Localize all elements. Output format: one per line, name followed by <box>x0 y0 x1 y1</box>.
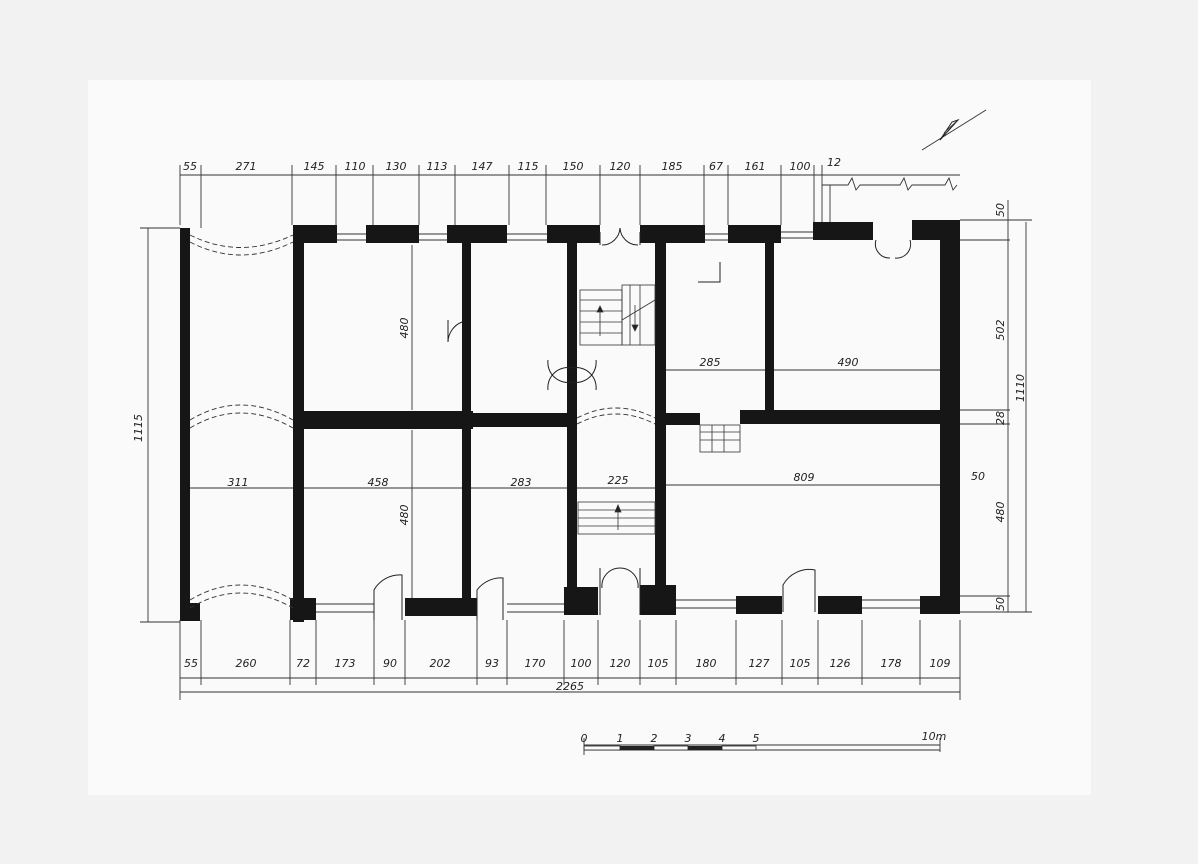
room-dim-283: 283 <box>511 476 532 489</box>
top-dim-3: 145 <box>304 160 325 173</box>
scale-label-1: 1 <box>617 732 624 745</box>
top-dim-1: 55 <box>183 160 197 173</box>
windows <box>316 231 920 613</box>
room-dimension-labels: 480 480 285 490 311 458 283 225 809 <box>228 318 859 526</box>
scale-bar <box>583 738 941 755</box>
room-dim-311: 311 <box>228 476 249 489</box>
bottom-dimension-labels: 55 260 72 173 90 202 93 170 100 120 105 … <box>184 657 951 693</box>
top-dim-10: 120 <box>610 160 631 173</box>
stairs <box>577 284 741 535</box>
top-dim-4: 110 <box>345 160 366 173</box>
bottom-dim-8: 170 <box>525 657 546 670</box>
scale-label-4: 4 <box>719 732 726 745</box>
bottom-dim-3: 72 <box>296 657 310 670</box>
scale-label-3: 3 <box>685 732 692 745</box>
top-dim-7: 147 <box>472 160 493 173</box>
right-dim-1: 50 <box>994 203 1007 217</box>
doors <box>373 227 912 620</box>
top-dim-2: 271 <box>236 160 257 173</box>
scale-label-10m: 10m <box>922 730 947 743</box>
left-height-label: 1115 <box>132 414 145 442</box>
bottom-dim-10: 120 <box>610 657 631 670</box>
room-dim-285: 285 <box>700 356 721 369</box>
scale-label-2: 2 <box>651 732 658 745</box>
right-dim-2: 502 <box>994 320 1007 341</box>
top-dim-15: 12 <box>827 156 841 169</box>
bottom-dim-9: 100 <box>571 657 592 670</box>
room-dim-225: 225 <box>608 474 629 487</box>
top-dim-5: 130 <box>386 160 407 173</box>
right-dim-5: 480 <box>994 502 1007 523</box>
bottom-dim-15: 126 <box>830 657 851 670</box>
top-dim-9: 150 <box>563 160 584 173</box>
bottom-dimension-chain <box>179 620 961 700</box>
top-dim-11: 185 <box>662 160 683 173</box>
top-dim-12: 67 <box>709 160 723 173</box>
bottom-dim-16: 178 <box>881 657 902 670</box>
right-total-label: 1110 <box>1014 374 1027 402</box>
right-dim-4: 50 <box>971 470 985 483</box>
side-dimension-lines <box>140 200 1032 623</box>
room-dim-480-upper: 480 <box>398 318 411 339</box>
bottom-dim-13: 127 <box>749 657 770 670</box>
room-dim-480-lower: 480 <box>398 505 411 526</box>
total-width-label: 2265 <box>556 680 584 693</box>
bottom-dim-6: 202 <box>430 657 451 670</box>
bottom-dim-5: 90 <box>383 657 397 670</box>
paper-sheet <box>88 80 1091 795</box>
bottom-dim-4: 173 <box>335 657 356 670</box>
top-dimension-chain <box>179 165 960 228</box>
scale-label-0: 0 <box>581 732 588 745</box>
scale-labels: 0 1 2 3 4 5 10m <box>581 730 947 745</box>
room-dim-490: 490 <box>838 356 859 369</box>
top-dimension-labels: 55 271 145 110 130 113 147 115 150 120 1… <box>183 156 841 173</box>
right-dim-6: 50 <box>994 597 1007 611</box>
top-dim-13: 161 <box>745 160 766 173</box>
top-dim-14: 100 <box>790 160 811 173</box>
bottom-dim-11: 105 <box>648 657 669 670</box>
right-dim-3: 28 <box>994 411 1007 425</box>
bottom-dim-1: 55 <box>184 657 198 670</box>
north-arrow-icon <box>921 109 987 151</box>
bottom-dim-2: 260 <box>236 657 257 670</box>
bottom-dim-17: 109 <box>930 657 951 670</box>
room-dim-458: 458 <box>368 476 389 489</box>
walls <box>180 220 960 622</box>
room-dimension-lines <box>190 245 940 598</box>
top-dim-8: 115 <box>518 160 539 173</box>
bottom-dim-14: 105 <box>790 657 811 670</box>
room-dim-809: 809 <box>794 471 815 484</box>
bottom-dim-7: 93 <box>485 657 499 670</box>
bottom-dim-12: 180 <box>696 657 717 670</box>
scale-label-5: 5 <box>753 732 760 745</box>
top-dim-6: 113 <box>427 160 448 173</box>
side-dimension-labels: 1115 50 502 28 50 480 50 1110 <box>132 203 1027 611</box>
arches <box>189 234 656 609</box>
